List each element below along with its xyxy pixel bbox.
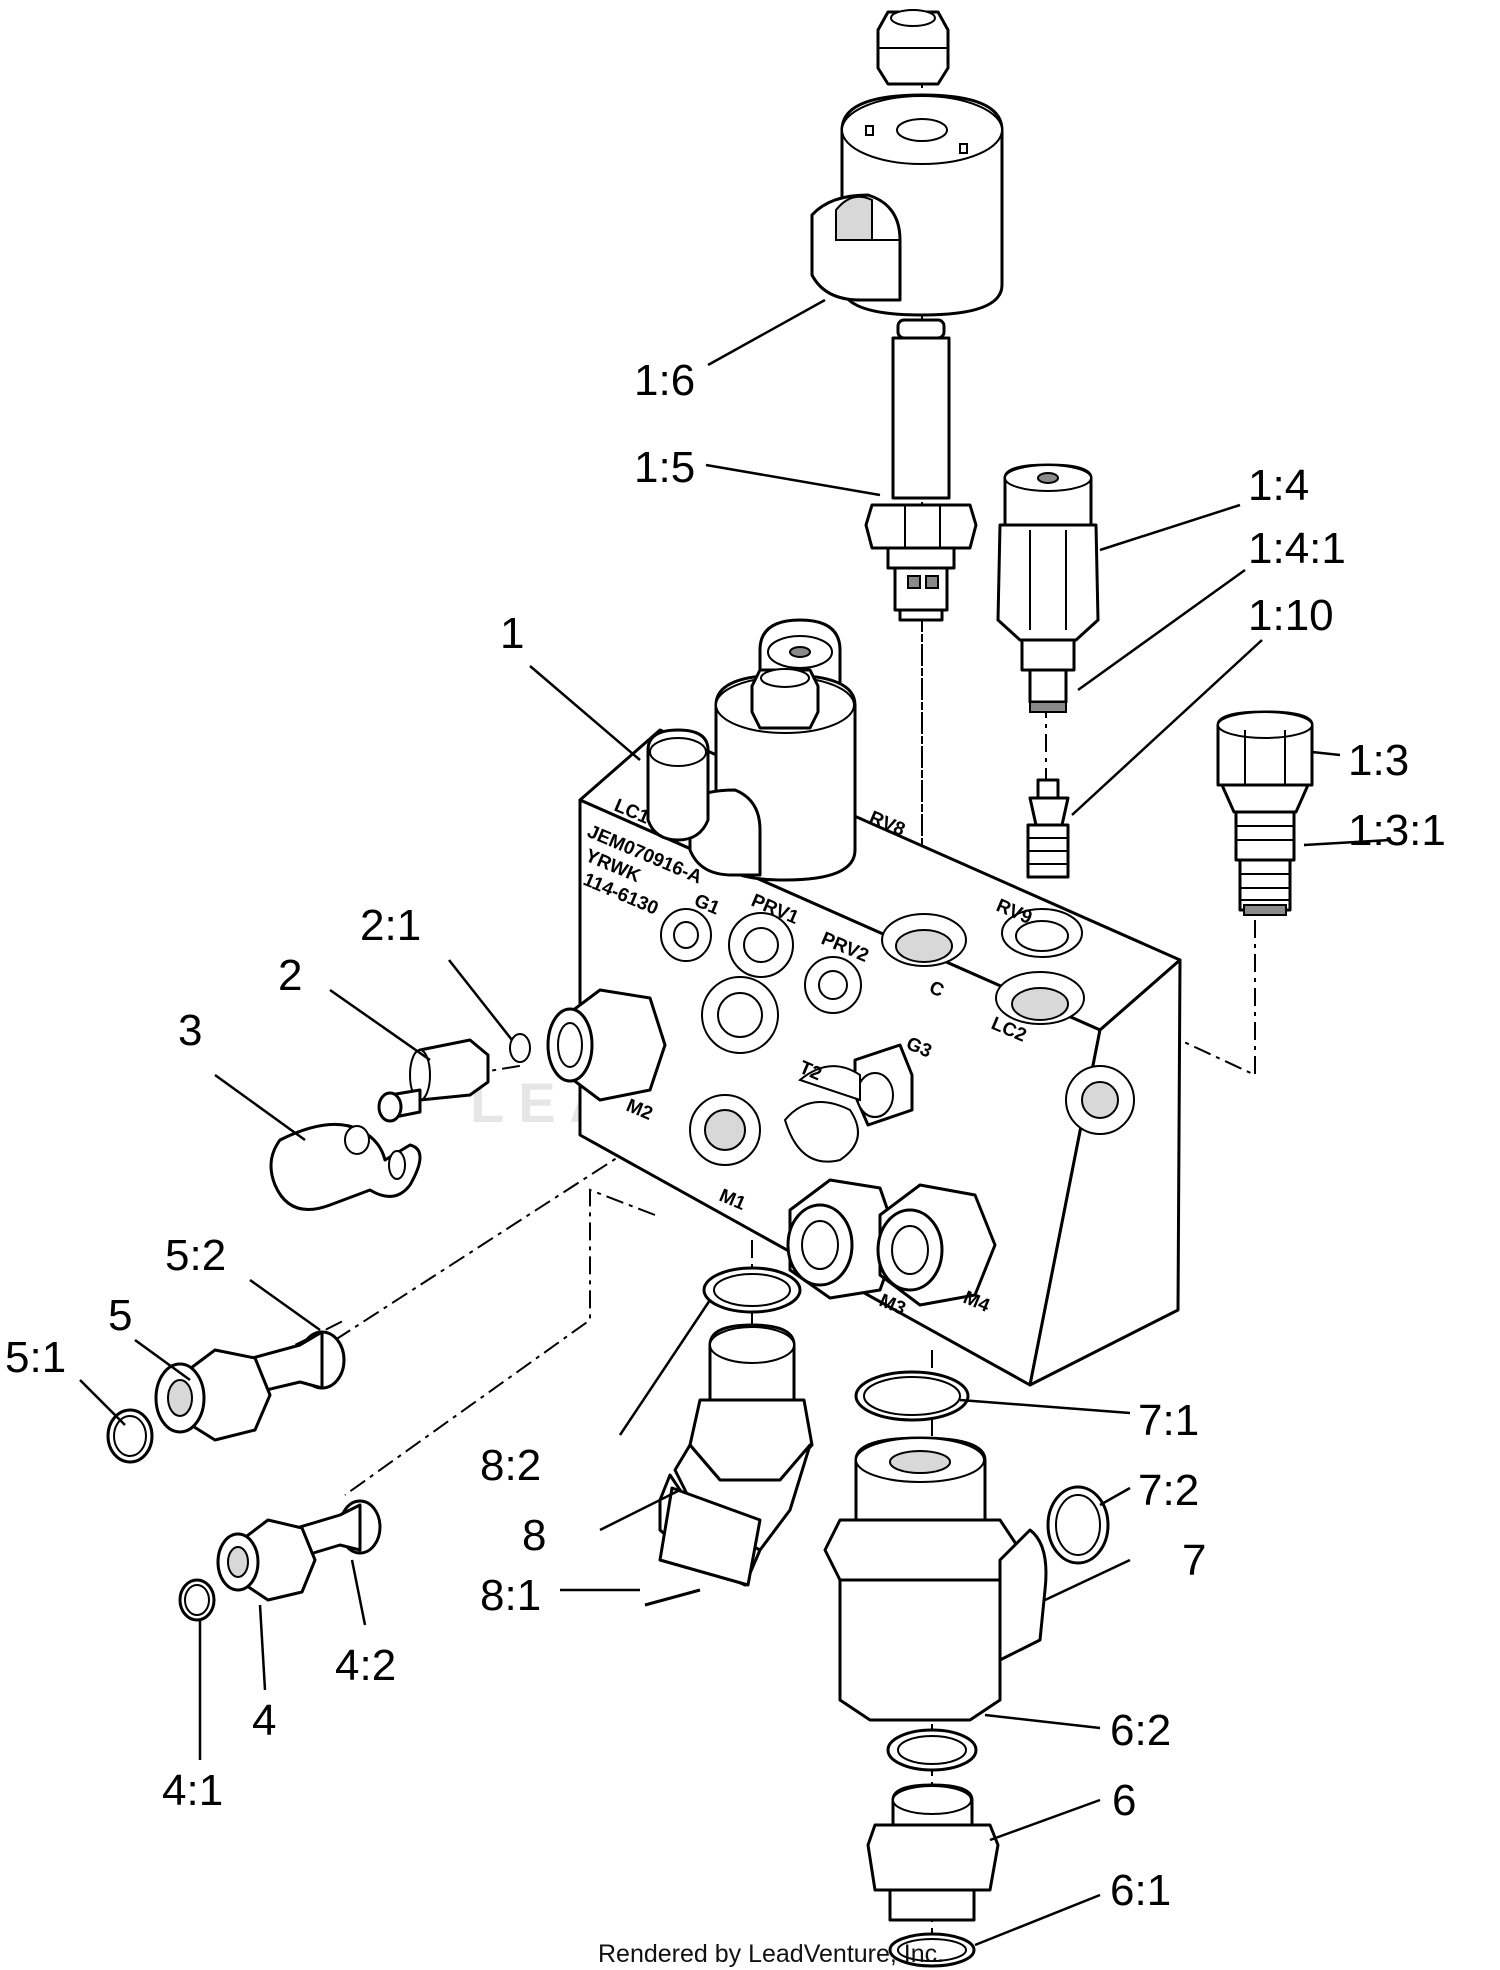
callout-1-5: 1:5 xyxy=(634,443,695,492)
callout-2-1: 2:1 xyxy=(360,901,421,950)
callout-8-1: 8:1 xyxy=(480,1571,541,1620)
callout-4: 4 xyxy=(252,1696,276,1745)
callout-3: 3 xyxy=(178,1006,202,1055)
callout-6-2: 6:2 xyxy=(1110,1706,1171,1755)
check-cartridge xyxy=(1216,710,1314,916)
callout-7-1: 7:1 xyxy=(1138,1396,1199,1445)
callout-6-1: 6:1 xyxy=(1110,1866,1171,1915)
callout-5: 5 xyxy=(108,1291,132,1340)
elbow-fitting-8 xyxy=(644,1266,814,1607)
callout-2: 2 xyxy=(278,951,302,1000)
callout-7: 7 xyxy=(1182,1536,1206,1585)
dust-cap xyxy=(269,1122,422,1211)
callout-1-3-1: 1:3:1 xyxy=(1348,806,1446,855)
straight-fitting-4 xyxy=(178,1499,382,1622)
poppet xyxy=(1026,778,1070,879)
callout-1-3: 1:3 xyxy=(1348,736,1409,785)
callout-1-6: 1:6 xyxy=(634,356,695,405)
callout-labels: 1:6 1:5 1:4 1:4:1 1:10 1 1:3 1:3:1 2:1 2… xyxy=(5,356,1446,1915)
callout-1-4-1: 1:4:1 xyxy=(1248,524,1346,573)
straight-fitting-6 xyxy=(866,1728,1000,1968)
manifold-block: JEM070916-A YRWK 114-6130 LC1 RV8 RV9 G1… xyxy=(546,618,1182,1387)
callout-4-1: 4:1 xyxy=(162,1766,223,1815)
callout-5-2: 5:2 xyxy=(165,1231,226,1280)
valve-cartridge xyxy=(864,318,978,622)
callout-8-2: 8:2 xyxy=(480,1441,541,1490)
render-credit: Rendered by LeadVenture, Inc. xyxy=(598,1940,944,1968)
straight-fitting-5 xyxy=(106,1330,346,1464)
callout-6: 6 xyxy=(1112,1776,1136,1825)
callout-1-10: 1:10 xyxy=(1248,591,1334,640)
callout-5-1: 5:1 xyxy=(5,1333,66,1382)
callout-1-4: 1:4 xyxy=(1248,461,1309,510)
solenoid-coil xyxy=(810,9,1004,317)
callout-8: 8 xyxy=(522,1511,546,1560)
test-port-fitting xyxy=(377,1033,531,1123)
elbow-fitting-7 xyxy=(823,1370,1110,1722)
callout-7-2: 7:2 xyxy=(1138,1466,1199,1515)
relief-valve xyxy=(996,463,1100,713)
callout-4-2: 4:2 xyxy=(335,1641,396,1690)
callout-1: 1 xyxy=(500,609,524,658)
leader-lines xyxy=(79,298,1391,1947)
